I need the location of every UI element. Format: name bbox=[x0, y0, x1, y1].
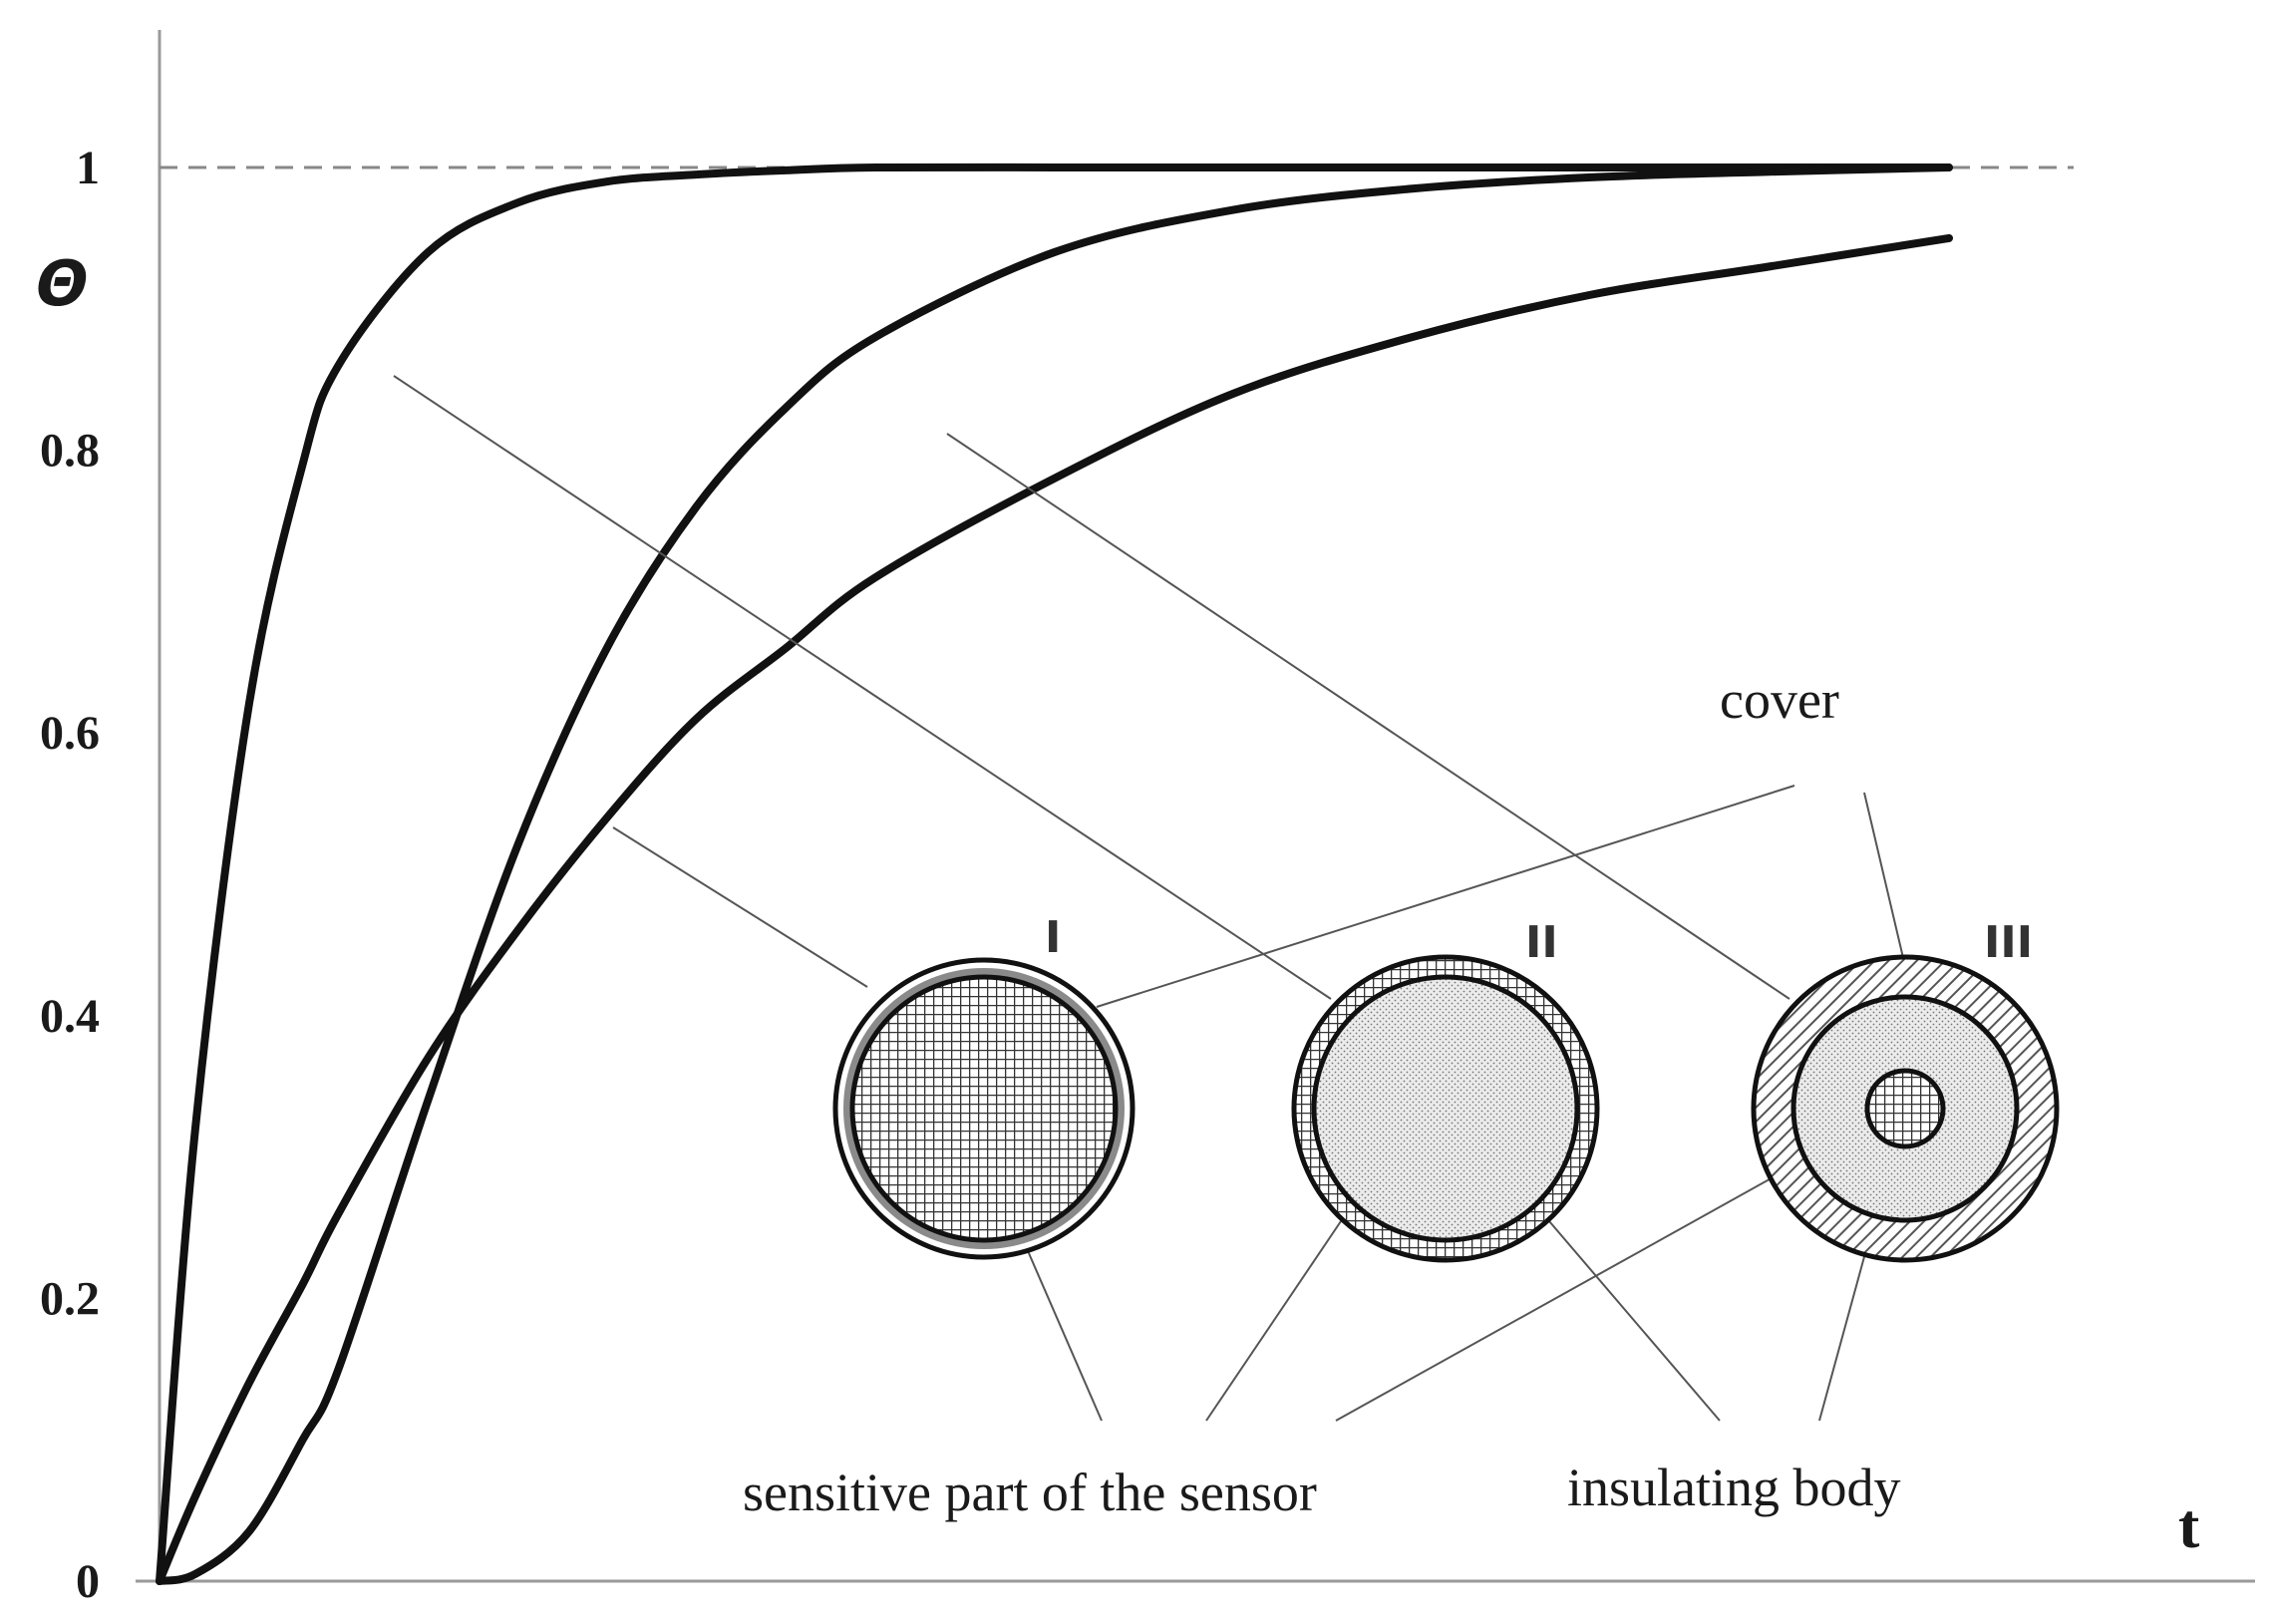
y-tick-label: 0 bbox=[76, 1555, 100, 1608]
x-axis-label: t bbox=[2178, 1490, 2200, 1561]
sensor-label-i: I bbox=[1045, 912, 1061, 963]
sensor-label-ii: II bbox=[1525, 917, 1558, 968]
sensor-iii: III bbox=[1751, 917, 2060, 1263]
annotation-sensitive-part: sensitive part of the sensor bbox=[743, 1462, 1317, 1522]
sensor-ii: II bbox=[1291, 917, 1600, 1263]
y-tick-label: 0.8 bbox=[40, 425, 100, 478]
curves bbox=[156, 162, 1953, 1585]
y-axis-label: Θ bbox=[36, 247, 89, 320]
sensor-label-iii: III bbox=[1984, 917, 2033, 968]
series-line-3 bbox=[156, 233, 1953, 1585]
y-tick-label: 0.4 bbox=[40, 990, 100, 1043]
y-tick-labels: 0 0.2 0.4 0.6 0.8 1 bbox=[40, 142, 100, 1608]
y-tick-label: 0.2 bbox=[40, 1272, 100, 1325]
series-line-1 bbox=[156, 162, 1953, 1585]
y-tick-label: 0.6 bbox=[40, 707, 100, 760]
series-line-2 bbox=[156, 163, 1953, 1585]
sensor-i: I bbox=[832, 912, 1136, 1260]
leader-lines bbox=[393, 375, 1905, 1422]
annotation-cover: cover bbox=[1720, 670, 1839, 730]
y-tick-label: 1 bbox=[76, 142, 100, 194]
annotation-insulating-body: insulating body bbox=[1567, 1458, 1901, 1517]
